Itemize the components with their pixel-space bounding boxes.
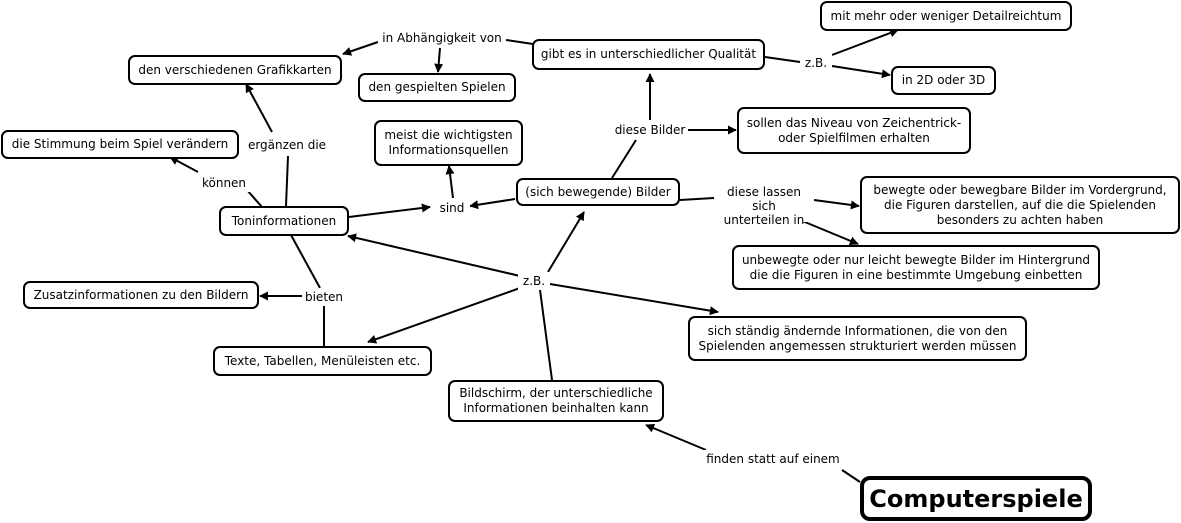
edge-line [539,289,553,381]
edge-line [290,234,321,289]
concept-texte[interactable]: Texte, Tabellen, Menüleisten etc. [213,346,432,376]
edge-line [505,39,534,45]
concept-zusatzinformationen[interactable]: Zusatzinformationen zu den Bildern [23,281,259,309]
concept-2d-3d[interactable]: in 2D oder 3D [891,66,996,95]
concept-gespielte-spiele[interactable]: den gespielten Spielen [358,73,516,102]
edge-arrow [434,47,444,73]
edge-arrow [245,83,273,133]
edge-arrow [367,287,521,344]
concept-vordergrund[interactable]: bewegte oder bewegbare Bilder im Vorderg… [860,176,1180,234]
concept-detailreichtum[interactable]: mit mehr oder weniger Detailreichtum [820,1,1072,31]
edge-arrow [169,156,199,173]
concept-grafikkarten[interactable]: den verschiedenen Grafikkarten [128,55,342,85]
edge-arrow [549,283,719,316]
link-diese-bilder: diese Bilder [612,121,688,139]
concept-toninformationen[interactable]: Toninformationen [219,206,349,236]
concept-hintergrund[interactable]: unbewegte oder nur leicht bewegte Bilder… [732,245,1100,290]
link-ergaenzen: ergänzen die [244,136,330,154]
concept-niveau[interactable]: sollen das Niveau von Zeichentrick- oder… [737,107,971,154]
link-unterteilen: diese lassen sich unterteilen in [714,185,814,227]
link-finden-statt: finden statt auf einem [703,450,843,468]
edge-line [246,189,263,208]
edge-line [841,469,861,483]
concept-informationen[interactable]: sich ständig ändernde Informationen, die… [688,316,1027,361]
concept-bildschirm[interactable]: Bildschirm, der unterschiedliche Informa… [448,380,664,422]
concept-informationsquellen[interactable]: meist die wichtigsten Informationsquelle… [374,120,523,166]
edge-arrow [342,41,379,56]
edge-arrow [348,203,431,218]
link-zb-main: z.B. [518,272,550,290]
edge-arrow [831,65,891,79]
edge-arrow [831,28,899,56]
link-koennen: können [198,174,250,192]
link-zb-qualitaet: z.B. [800,54,832,72]
link-sind: sind [434,199,470,217]
edge-arrow [547,211,585,273]
edge-line [679,197,715,201]
edge-arrow [799,219,859,246]
concept-stimmung[interactable]: die Stimmung beim Spiel verändern [1,130,239,159]
edge-arrow [813,199,860,210]
edge-arrow [445,165,455,199]
link-abhaengigkeit: in Abhängigkeit von [378,29,506,47]
concept-bilder[interactable]: (sich bewegende) Bilder [516,178,680,206]
edge-arrow [645,423,707,451]
concept-qualitaet[interactable]: gibt es in unterschiedlicher Qualität [532,39,765,70]
edge-arrow [347,233,521,277]
edge-line [285,155,289,207]
link-bieten: bieten [302,288,346,306]
edge-arrow [469,198,516,210]
concept-computerspiele[interactable]: Computerspiele [860,476,1092,521]
edge-line [611,139,637,179]
edge-line [764,56,801,63]
